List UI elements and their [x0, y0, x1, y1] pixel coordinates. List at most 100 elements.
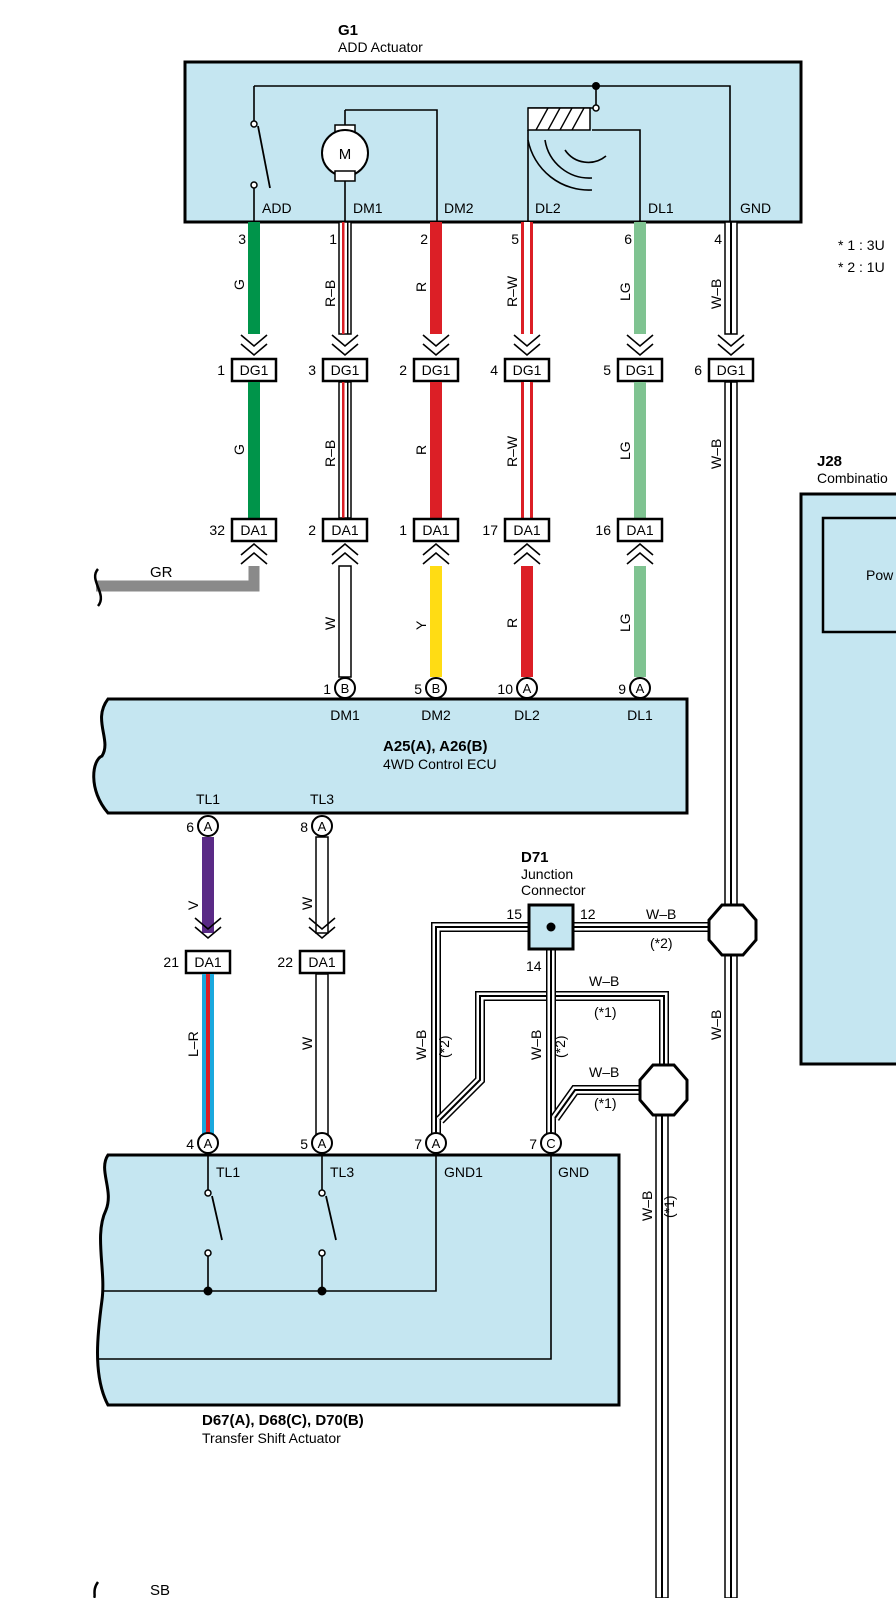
wire-label: W — [299, 896, 315, 910]
wire-label: W–B — [708, 279, 724, 309]
wire-label: W–B — [528, 1030, 544, 1060]
wb-main-wire: W–B W–B — [708, 381, 738, 1598]
d71-pin: 12 — [580, 906, 596, 922]
dg1-label: DG1 — [513, 362, 542, 378]
splice-upper — [707, 903, 758, 957]
wire-label: GR — [150, 564, 173, 581]
tsa-conn: C — [546, 1136, 555, 1151]
ecu-4wd-control: B B A A 1 5 10 9 DM1 DM2 DL2 DL1 A25(A),… — [92, 677, 689, 837]
j28-combination: J28 Combinatio Pow — [799, 453, 896, 1066]
g1-pin: 4 — [714, 231, 722, 247]
dg1-label: DG1 — [626, 362, 655, 378]
motor-label: M — [339, 146, 352, 163]
wire-label: R–B — [322, 280, 338, 307]
wire-label: R–W — [504, 275, 520, 307]
da1-label: DA1 — [513, 522, 540, 538]
tsa-conn: A — [432, 1136, 441, 1151]
ecu-pin: 8 — [300, 819, 308, 835]
da1-label: DA1 — [422, 522, 449, 538]
d71-name: Junction — [521, 866, 573, 882]
wires-da1-ecu: W Y R LG — [322, 565, 646, 678]
tsa-pin: 7 — [529, 1136, 537, 1152]
ecu-term: DM2 — [421, 707, 451, 723]
tsa-ref: D67(A), D68(C), D70(B) — [202, 1412, 364, 1429]
wire-label: W–B — [413, 1030, 429, 1060]
tsa-conn: A — [204, 1136, 213, 1151]
dg1-label: DG1 — [331, 362, 360, 378]
wire-label: G — [231, 279, 247, 290]
tsa-name: Transfer Shift Actuator — [202, 1430, 341, 1446]
transfer-shift-actuator: A A A C 4 5 7 7 TL1 TL3 GND1 GND D67(A),… — [96, 1132, 621, 1446]
tsa-pin: 7 — [414, 1136, 422, 1152]
wire-label: W–B — [708, 1010, 724, 1040]
wire-label: W — [299, 1036, 315, 1050]
ecu-ref: A25(A), A26(B) — [383, 738, 487, 755]
tsa-term: TL3 — [330, 1164, 354, 1180]
j28-inner: Pow — [866, 567, 894, 583]
da1-pin: 2 — [308, 522, 316, 538]
dg1-pin: 1 — [217, 362, 225, 378]
wire-note: (*2) — [650, 935, 673, 951]
wire-note: (*1) — [594, 1004, 617, 1020]
g1-term-add: ADD — [262, 200, 292, 216]
wire-label: L–R — [185, 1031, 201, 1057]
ecu-pin: 10 — [497, 681, 513, 697]
ecu-conn: A — [523, 681, 532, 696]
da1-label: DA1 — [240, 522, 267, 538]
sb-wire: SB — [92, 1581, 170, 1598]
wire-label: Y — [413, 620, 429, 630]
note-2: * 2 : 1U — [838, 259, 885, 275]
da1-pin: 16 — [595, 522, 611, 538]
dg1-pin: 3 — [308, 362, 316, 378]
dg1-label: DG1 — [422, 362, 451, 378]
wire-label: W — [322, 616, 338, 630]
g1-pin: 3 — [238, 231, 246, 247]
d71-ref: D71 — [521, 849, 549, 866]
ecu-pin: 9 — [618, 681, 626, 697]
dg1-pin: 2 — [399, 362, 407, 378]
g1-add-actuator: G1 ADD Actuator M ADD DM1 DM2 DL2 — [183, 22, 803, 247]
g1-term-dl1: DL1 — [648, 200, 674, 216]
tsa-term: TL1 — [216, 1164, 240, 1180]
wires-dg1-da1: G R–B R R–W LG — [231, 381, 646, 519]
da1-label: DA1 — [331, 522, 358, 538]
ecu-term: DM1 — [330, 707, 360, 723]
wire-label: G — [231, 444, 247, 455]
ecu-term: DL2 — [514, 707, 540, 723]
g1-term-dl2: DL2 — [535, 200, 561, 216]
dg1-label: DG1 — [240, 362, 269, 378]
wire-note: (*1) — [594, 1095, 617, 1111]
da1-pin: 22 — [277, 954, 293, 970]
tsa-pin: 5 — [300, 1136, 308, 1152]
dg1-label: DG1 — [717, 362, 746, 378]
tsa-conn: A — [318, 1136, 327, 1151]
wire-note: (*2) — [436, 1035, 452, 1058]
da1-upper-connectors: DA1 DA1 DA1 DA1 DA1 32 2 1 17 16 — [209, 517, 664, 565]
tsa-pin: 4 — [186, 1136, 194, 1152]
da1-label: DA1 — [308, 954, 335, 970]
da1-pin: 21 — [163, 954, 179, 970]
d71-pin: 15 — [506, 906, 522, 922]
g1-pin: 6 — [624, 231, 632, 247]
note-1: * 1 : 3U — [838, 237, 885, 253]
wire-note: (*1) — [661, 1195, 677, 1218]
wire-label: W–B — [589, 1064, 619, 1080]
j28-name: Combinatio — [817, 470, 888, 486]
tsa-term: GND — [558, 1164, 589, 1180]
ecu-conn: B — [341, 681, 350, 696]
da1-pin: 17 — [482, 522, 498, 538]
wire-label: W–B — [639, 1191, 655, 1221]
wire-label: W–B — [708, 439, 724, 469]
g1-ref: G1 — [338, 22, 358, 39]
wires-ecu-da1: V W DA1 DA1 21 22 L–R W — [163, 836, 346, 1139]
wire-label: LG — [617, 441, 633, 460]
gr-wire: GR — [93, 564, 260, 607]
wire-note: (*2) — [552, 1035, 568, 1058]
ecu-conn: A — [636, 681, 645, 696]
dg1-connectors: DG1 DG1 DG1 DG1 DG1 DG1 1 3 2 4 5 6 — [217, 357, 755, 383]
g1-term-dm1: DM1 — [353, 200, 383, 216]
splice-lower — [638, 1063, 689, 1117]
g1-pin: 2 — [420, 231, 428, 247]
ecu-term: TL3 — [310, 791, 334, 807]
